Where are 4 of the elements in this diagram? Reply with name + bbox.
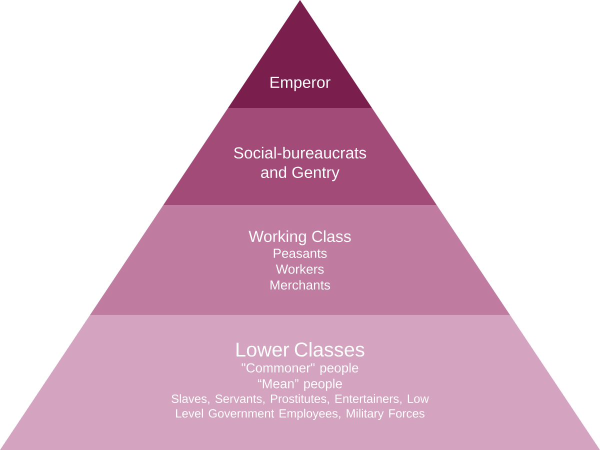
pyramid-tier: Social-bureaucrats and Gentry (163, 108, 437, 205)
pyramid-tier: Emperor (228, 0, 372, 108)
pyramid-tier: Lower Classes "Commoner" people “Mean” people Slaves, Servants, Prostitutes, Entertainers, Low Level Government Employees, Military Forces (0, 315, 600, 450)
pyramid-tier: Working Class Peasants Workers Merchants (90, 205, 510, 315)
